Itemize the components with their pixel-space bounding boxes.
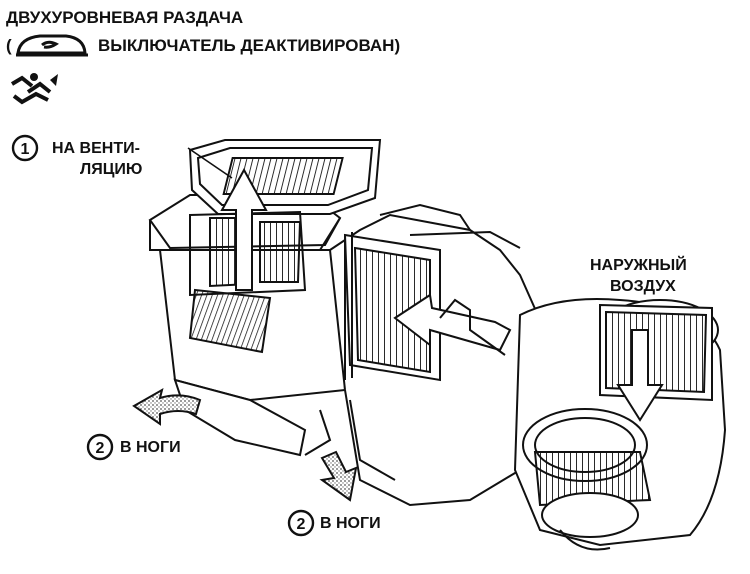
foot-airflow-arrow-right — [319, 450, 358, 502]
callout-number-feet-right: 2 — [287, 509, 315, 537]
feet-label-left: В НОГИ — [120, 439, 181, 456]
recirculation-flow-arrow — [439, 298, 506, 356]
callout-number-feet-right-text: 2 — [297, 516, 306, 533]
outside-air-flow-arrow — [393, 293, 512, 352]
outside-air-label-line1: НАРУЖНЫЙ — [590, 257, 687, 274]
vent-label-line2: ЛЯЦИЮ — [80, 161, 143, 178]
callout-number-vent: 1 — [11, 134, 39, 162]
vent-airflow-arrow — [220, 167, 268, 291]
callout-number-feet-left-text: 2 — [96, 440, 105, 457]
callout-number-vent-text: 1 — [21, 141, 30, 158]
outside-air-inlet-arrow — [616, 329, 664, 422]
switch-note-paren: ( — [6, 36, 12, 55]
vent-label-leader — [187, 147, 233, 179]
evaporator-core — [343, 232, 441, 382]
switch-note: ВЫКЛЮЧАТЕЛЬ ДЕАКТИВИРОВАН) — [98, 36, 401, 55]
feet-label-right: В НОГИ — [320, 515, 381, 532]
outside-air-label-line2: ВОЗДУХ — [610, 278, 676, 295]
vent-label-line1: НА ВЕНТИ- — [52, 140, 140, 157]
bilevel-mode-icon — [10, 73, 58, 105]
diagram-title: ДВУХУРОВНЕВАЯ РАЗДАЧА — [6, 8, 244, 27]
blower-motor-housing — [513, 298, 727, 551]
callout-number-feet-left: 2 — [86, 433, 114, 461]
foot-airflow-arrow-left — [132, 387, 202, 426]
recirculation-switch-icon — [16, 34, 88, 57]
